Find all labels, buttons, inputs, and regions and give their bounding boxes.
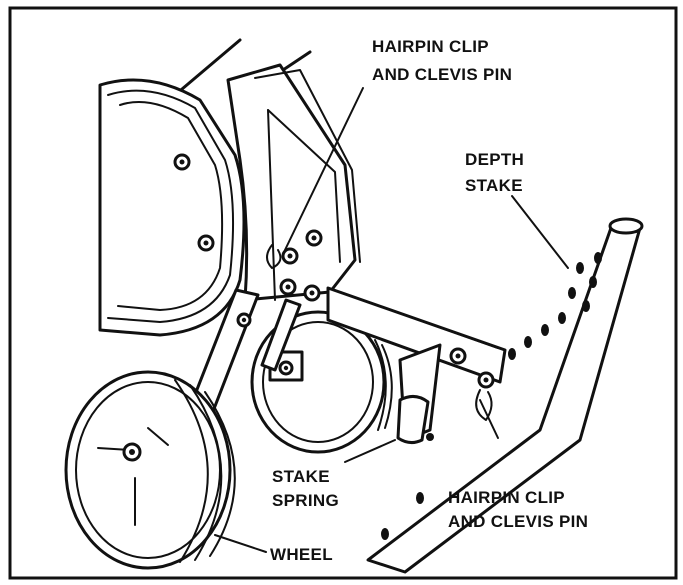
bracket-bolt-2	[305, 229, 323, 247]
front-wheel	[64, 370, 236, 570]
bracket-bolt-4	[303, 284, 321, 302]
label-wheel: WHEEL	[270, 545, 333, 564]
bracket-bolt-1	[281, 247, 299, 265]
leader-lines	[214, 87, 569, 553]
label-hairpin-clip-bottom-line2: AND CLEVIS PIN	[448, 512, 588, 531]
label-depth-stake-line2: STAKE	[465, 176, 523, 195]
frame-bracket	[226, 63, 361, 302]
label-stake-spring-line2: SPRING	[272, 491, 339, 510]
figure-border	[8, 6, 678, 580]
bracket-bolt-3	[279, 278, 297, 296]
label-hairpin-clip-bottom-line1: HAIRPIN CLIP	[448, 488, 565, 507]
hairpin-clip-bottom	[475, 389, 493, 421]
label-hairpin-clip-top-line1: HAIRPIN CLIP	[372, 37, 489, 56]
stake-holes	[381, 252, 602, 540]
shield-bolt-2	[197, 234, 215, 252]
hairpin-clip-top	[266, 244, 282, 269]
clevis-pin-bottom	[477, 371, 495, 389]
depth-stake	[366, 217, 644, 574]
tine-shield	[98, 38, 312, 337]
label-stake-spring-line1: STAKE	[272, 467, 330, 486]
stake-spring	[396, 395, 434, 445]
label-hairpin-clip-top-line2: AND CLEVIS PIN	[372, 65, 512, 84]
label-depth-stake-line1: DEPTH	[465, 150, 524, 169]
wheel-hub	[122, 442, 142, 462]
shield-bolt-1	[173, 153, 191, 171]
